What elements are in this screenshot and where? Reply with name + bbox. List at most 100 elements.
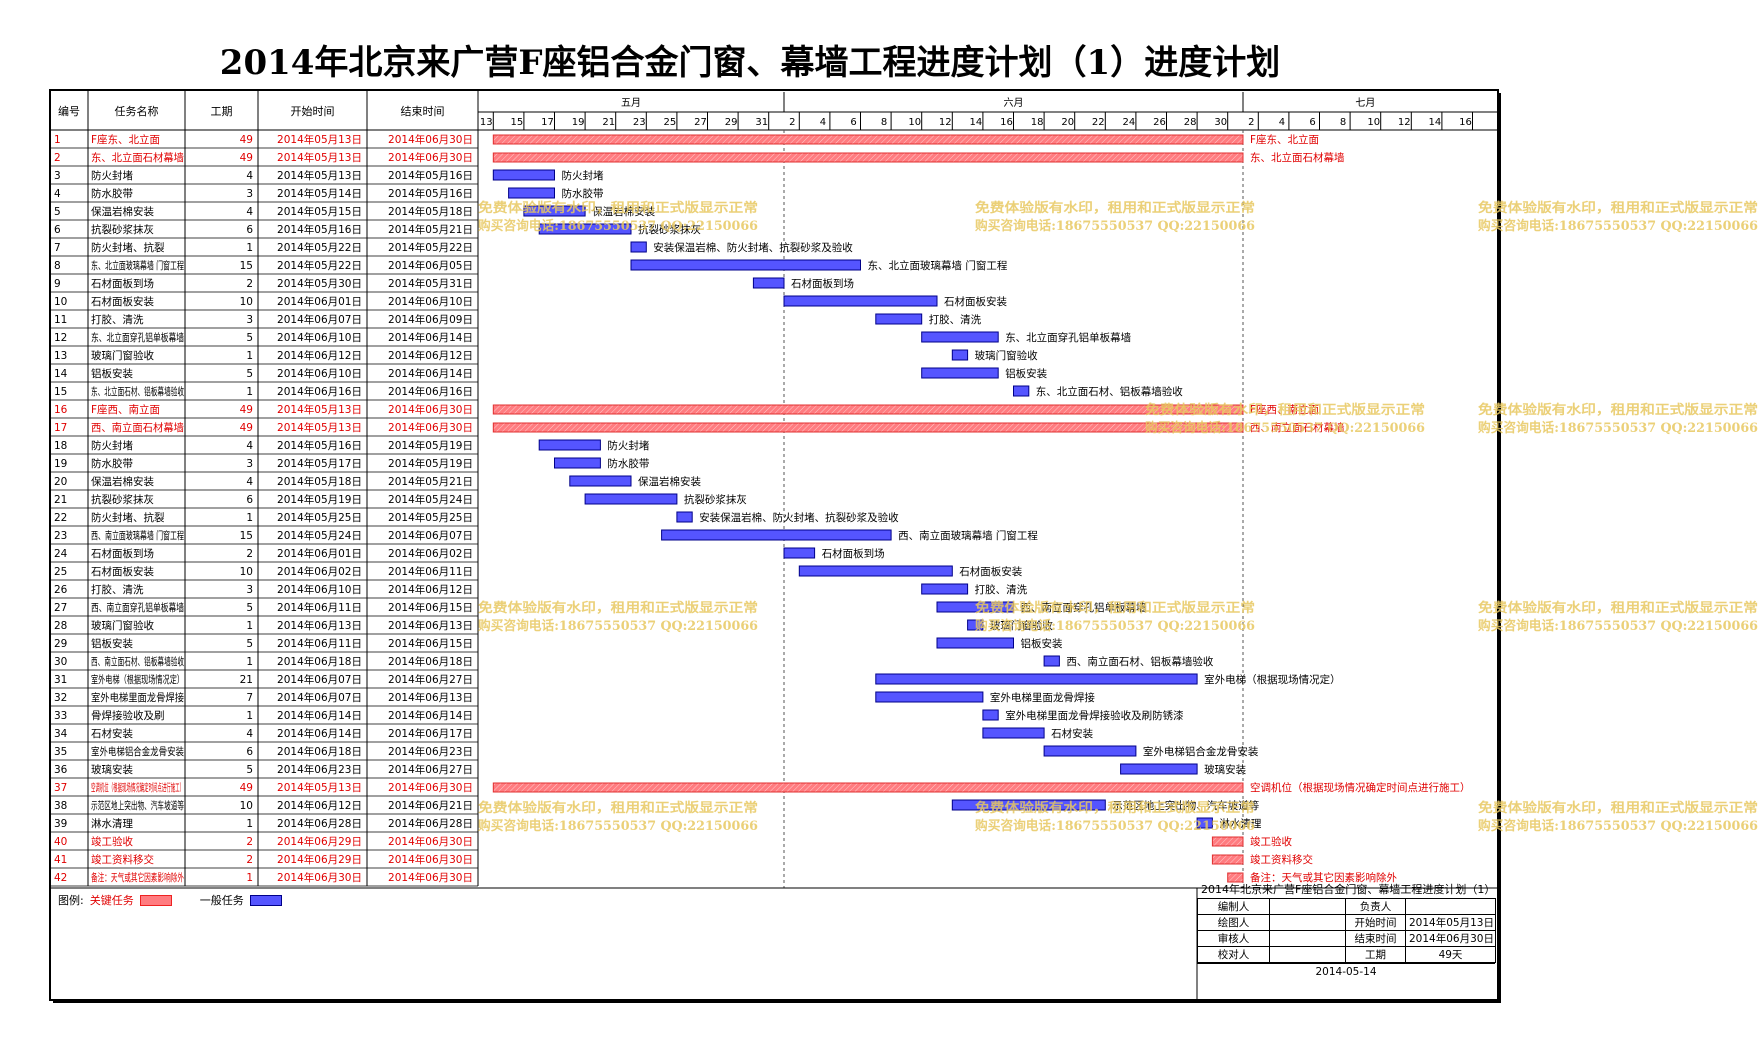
task-id: 20 [54,476,67,488]
watermark-line2: 购买咨询电话:18675550537 QQ:22150066 [478,818,758,834]
task-duration: 2 [246,548,253,560]
watermark-line2: 购买咨询电话:18675550537 QQ:22150066 [975,818,1255,834]
task-bar-critical [492,134,1244,145]
task-bar [492,169,555,181]
task-name: 玻璃门窗验收 [91,619,154,632]
task-bar-label: 竣工验收 [1250,835,1292,848]
task-start: 2014年05月15日 [277,205,362,218]
month-label-2: 七月 [1355,97,1375,109]
info-cell: 编制人 [1197,898,1270,915]
task-start: 2014年05月13日 [277,151,362,164]
task-duration: 3 [246,584,253,596]
info-cell: 校对人 [1197,946,1270,963]
task-end: 2014年05月21日 [388,475,473,488]
task-start: 2014年05月22日 [277,241,362,254]
watermark-line1: 免费体验版有水印，租用和正式版显示正常 [975,200,1255,216]
task-name: 西、南立面石材幕墙 [91,421,184,434]
watermark-line1: 免费体验版有水印，租用和正式版显示正常 [1478,800,1758,816]
task-id: 12 [54,332,67,344]
task-id: 26 [54,584,68,596]
day-tick-label: 17 [541,117,554,128]
info-cell: 结束时间 [1345,930,1406,947]
info-cell: 审核人 [1197,930,1270,947]
task-start: 2014年05月24日 [277,529,362,542]
task-name: 东、北立面穿孔铝单板幕墙 [91,331,184,344]
task-bar-label: 防火封堵 [562,169,604,182]
task-start: 2014年05月13日 [277,169,362,182]
task-start: 2014年05月16日 [277,439,362,452]
task-bar-critical [1211,854,1244,865]
task-name: 室外电梯铝合金龙骨安装 [91,745,184,758]
watermark-line1: 免费体验版有水印，租用和正式版显示正常 [478,200,758,216]
task-end: 2014年06月10日 [388,295,473,308]
task-id: 30 [54,656,67,668]
task-start: 2014年06月10日 [277,367,362,380]
task-end: 2014年06月14日 [388,331,473,344]
task-id: 38 [54,800,67,812]
task-bar-label: 备注：天气或其它因素影响除外 [1250,871,1397,884]
watermark-line2: 购买咨询电话:18675550537 QQ:22150066 [975,218,1255,234]
task-end: 2014年06月16日 [388,385,473,398]
task-duration: 6 [246,224,253,236]
task-name: 西、南立面石材、铝板幕墙验收 [91,655,184,668]
task-end: 2014年06月14日 [388,709,473,722]
task-bar [967,619,984,631]
task-end: 2014年06月28日 [388,817,473,830]
task-bar-critical [492,404,1244,415]
task-id: 15 [54,386,67,398]
watermark-line1: 免费体验版有水印，租用和正式版显示正常 [975,800,1255,816]
task-name: 示范区地上突出物、汽车坡道等 [91,799,184,812]
task-name: 防火封堵 [91,439,133,452]
task-name: 东、北立面石材、铝板幕墙验收 [91,385,184,398]
task-start: 2014年06月11日 [277,601,362,614]
info-row: 编制人负责人 [1197,898,1496,915]
task-id: 11 [54,314,67,326]
task-name: 抗裂砂浆抹灰 [91,493,154,506]
task-end: 2014年06月13日 [388,619,473,632]
task-name: 玻璃安装 [91,763,133,776]
watermark-line2: 购买咨询电话:18675550537 QQ:22150066 [478,618,758,634]
task-end: 2014年05月24日 [388,493,473,506]
task-id: 27 [54,602,67,614]
task-bar [569,475,632,487]
task-end: 2014年05月19日 [388,439,473,452]
task-duration: 4 [246,206,253,218]
task-start: 2014年06月01日 [277,295,362,308]
task-bar [982,727,1045,739]
task-start: 2014年06月02日 [277,565,362,578]
task-bar-label: F座东、北立面 [1250,133,1319,146]
task-name: 铝板安装 [91,367,133,380]
task-bar-label: 淋水清理 [1219,817,1261,830]
day-tick-label: 31 [755,117,768,128]
column-header-0: 编号 [58,104,80,118]
task-end: 2014年06月27日 [388,763,473,776]
task-name: 防火封堵、抗裂 [91,511,165,524]
page-title: 2014年北京来广营F座铝合金门窗、幕墙工程进度计划（1）进度计划 [219,43,1281,83]
task-id: 22 [54,512,67,524]
task-start: 2014年06月30日 [277,871,362,884]
task-bar-critical [1227,872,1244,883]
task-bar-label: 玻璃门窗验收 [990,619,1053,632]
task-bar-label: 保温岩棉安装 [638,475,701,488]
task-name: 打胶、清洗 [91,313,144,326]
task-end: 2014年06月11日 [388,565,473,578]
task-bar [538,223,632,235]
task-name: 石材安装 [91,727,133,740]
day-tick-label: 28 [1184,117,1197,128]
task-bar [523,205,586,217]
task-duration: 6 [246,494,253,506]
task-bar-label: 室外电梯里面龙骨焊接 [990,691,1095,704]
task-name: 东、北立面玻璃幕墙 门窗工程 [91,259,184,272]
task-end: 2014年06月02日 [388,547,473,560]
task-name: 保温岩棉安装 [91,475,154,488]
task-duration: 21 [240,674,253,686]
task-bar-label: 竣工资料移交 [1250,853,1313,866]
task-start: 2014年06月29日 [277,835,362,848]
column-header-2: 工期 [211,105,233,118]
task-bar-label: 石材面板安装 [944,295,1007,308]
task-duration: 5 [246,638,253,650]
task-bar [538,439,601,451]
task-start: 2014年05月13日 [277,781,362,794]
task-name: 备注：天气或其它因素影响除外 [91,871,184,884]
